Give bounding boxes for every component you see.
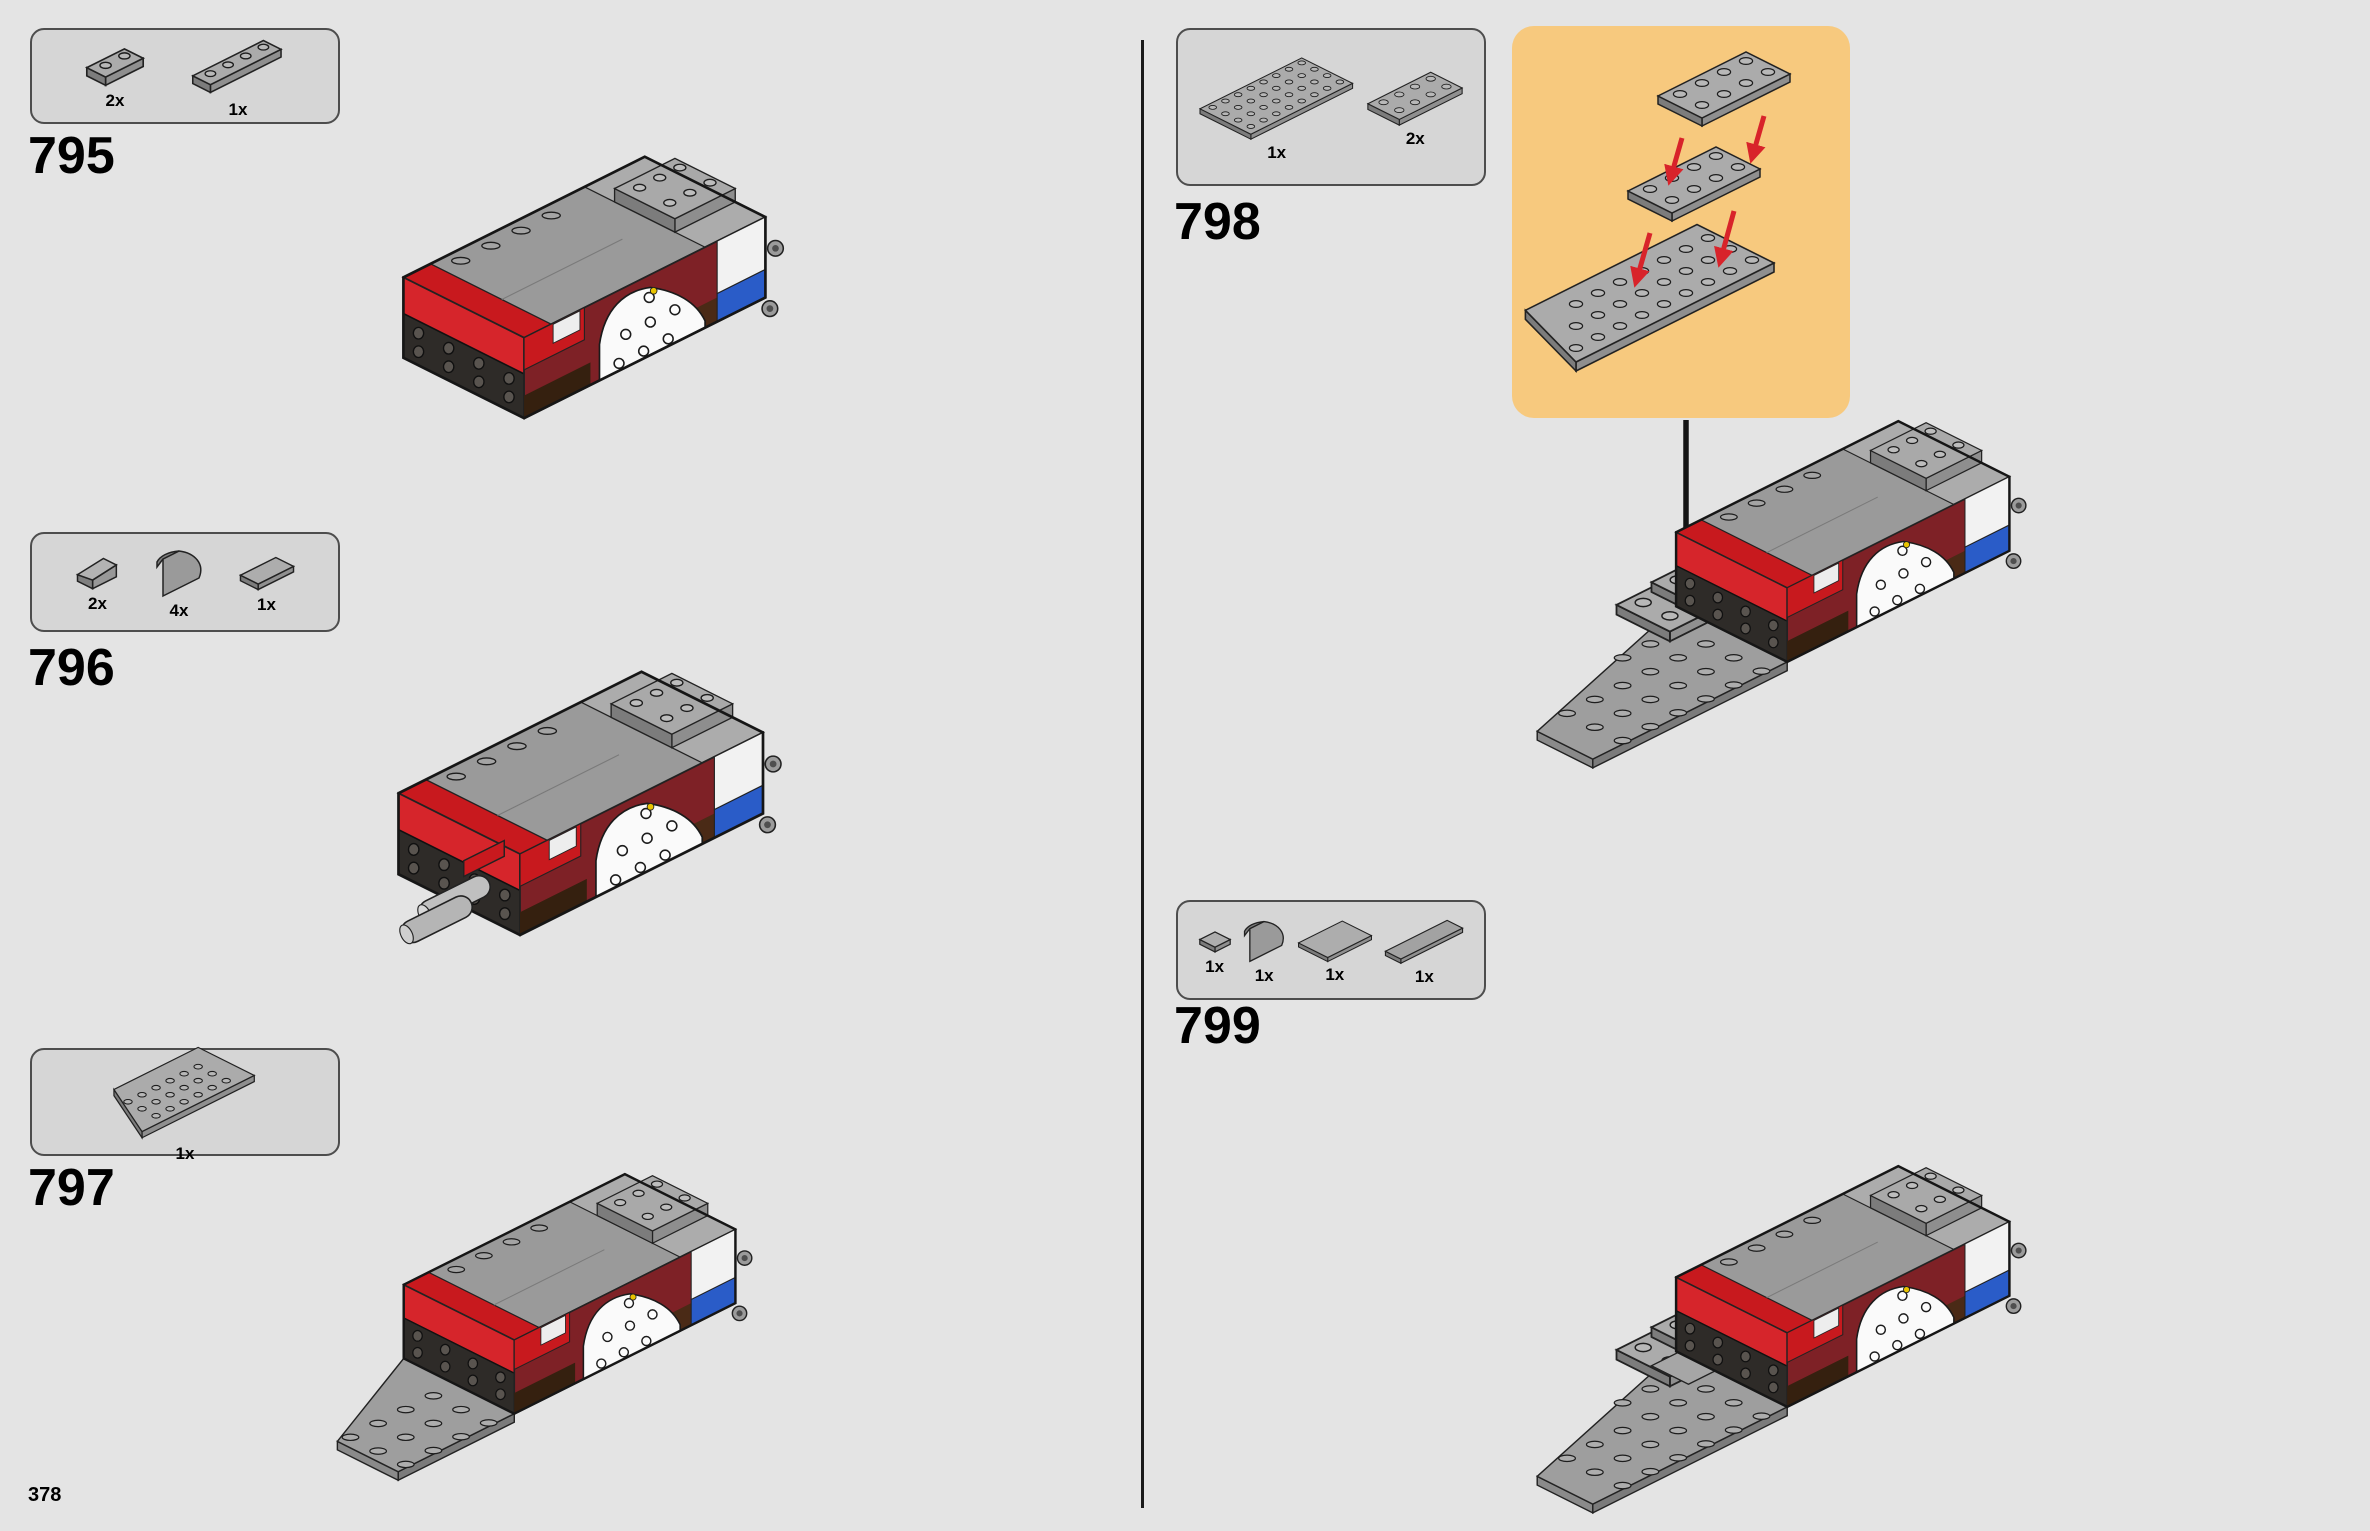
part-slope-1x1: 2x [73,552,123,612]
assembly-illustration-797 [336,1172,754,1481]
part-count-label: 1x [228,99,248,119]
part-count-label: 2x [88,594,107,613]
parts-box-799: 1x 1x 1x 1x [1176,900,1486,1000]
part-curved-slope: 4x [153,546,205,619]
tile-2x4-icon [1385,919,1464,964]
part-count-label: 1x [257,594,276,614]
part-plate-1x2: 2x [82,43,148,109]
curved-slope-icon [156,549,202,597]
parts-box-796: 2x 4x 1x [30,532,340,632]
part-plate-1x4: 1x [188,35,288,118]
part-tile-1x2: 1x [236,552,298,613]
part-count-label: 2x [1405,128,1425,148]
part-count-label: 1x [1267,143,1287,162]
step-number-798: 798 [1174,193,1261,251]
part-count-label: 1x [1205,957,1225,976]
tile-1x2-icon [239,556,294,590]
step-number-799: 799 [1174,997,1261,1055]
step-number-795: 795 [28,127,115,185]
page-number: 378 [28,1484,62,1506]
part-plate-2x4: 2x [1365,68,1465,147]
assembly-illustration-795 [402,155,785,420]
slope-1x1-icon [76,557,117,590]
part-wedge-plate: 1x [110,1043,260,1162]
step-number-796: 796 [28,639,115,697]
tile-1x1-icon [1198,931,1231,953]
assembly-illustration-798 [1536,419,2028,769]
plate-4x8-icon [1199,57,1353,140]
part-curved-slope-1x2: 1x [1241,917,1287,984]
part-count-label: 1x [1254,965,1274,985]
step-number-797: 797 [28,1159,115,1217]
parts-box-795: 2x 1x [30,28,340,124]
part-count-label: 1x [175,1143,195,1163]
subassembly-diagram [1524,51,1791,372]
wedge-plate-icon [113,1046,255,1138]
part-plate-4x8: 1x [1197,53,1357,161]
plate-1x2-icon [85,48,145,87]
parts-box-797: 1x [30,1046,340,1162]
part-count-label: 1x [1325,965,1345,984]
red-arrow-icon [1630,115,1767,288]
tile-2x3-icon [1297,920,1372,963]
plate-2x4-icon [1367,71,1463,126]
parts-box-798: 1x 2x [1176,28,1486,186]
assembly-illustration-799 [1536,1164,2028,1514]
curved-slope-icon [1244,920,1285,962]
part-tile-2x4: 1x [1382,916,1466,985]
column-divider [1141,40,1144,1508]
assembly-illustration-796 [395,670,783,948]
part-count-label: 2x [105,91,125,110]
plate-1x4-icon [191,39,282,93]
part-count-label: 1x [1414,966,1434,986]
part-tile-1x1: 1x [1196,925,1234,975]
part-count-label: 4x [169,600,189,620]
subassembly-callout [1512,26,1850,418]
part-tile-2x3: 1x [1295,917,1375,983]
